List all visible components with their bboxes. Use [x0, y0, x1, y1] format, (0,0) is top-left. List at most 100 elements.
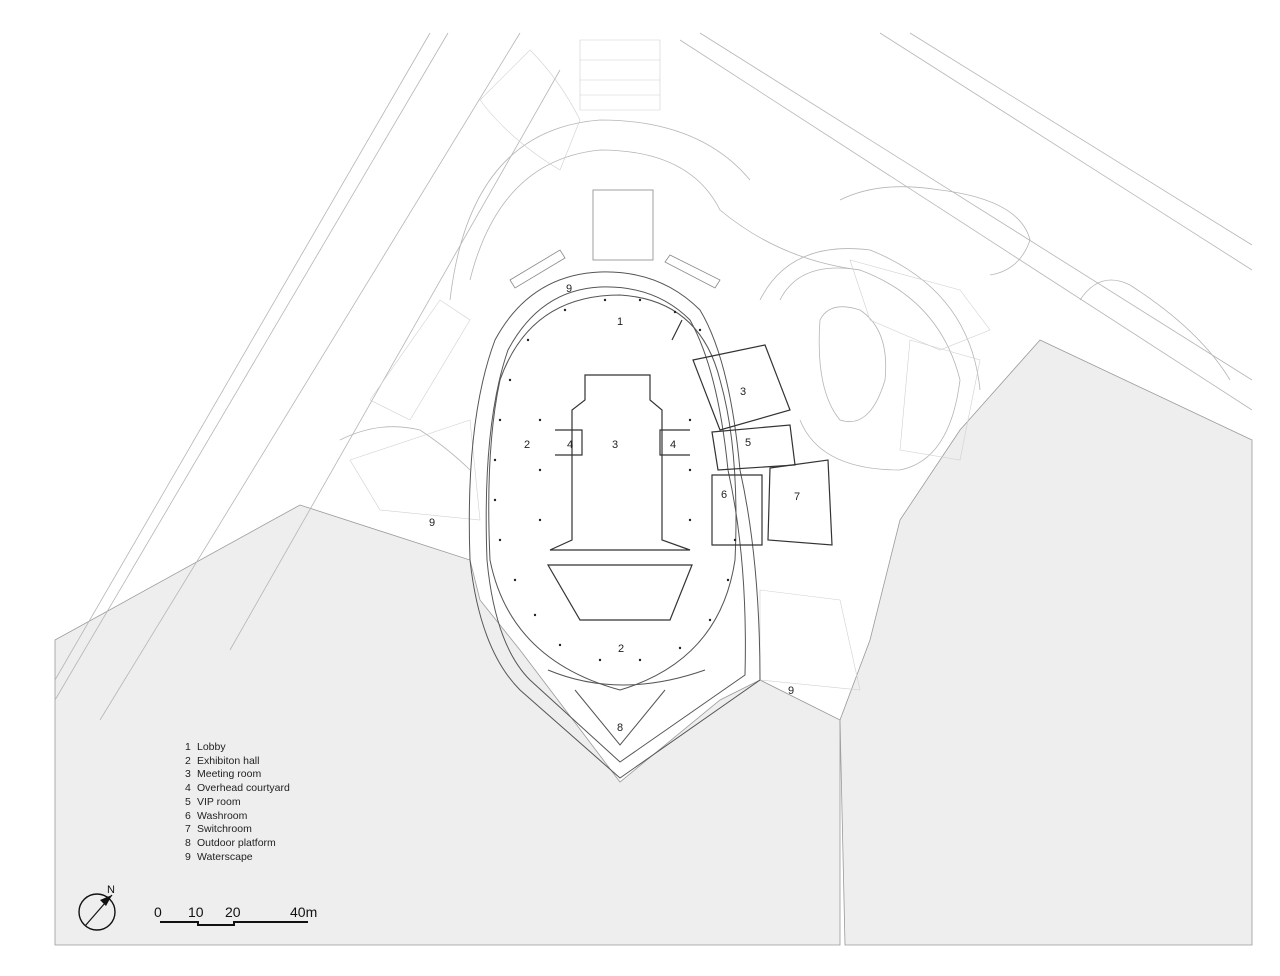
- legend-num: 7: [185, 823, 191, 836]
- scale-bar: 0 10 20 40m: [154, 904, 317, 926]
- meeting-room-east: [692, 344, 791, 431]
- road-west-2: [54, 32, 449, 701]
- scale-tick-10: 10: [188, 904, 204, 920]
- legend-row: 3 Meeting room: [185, 768, 290, 782]
- northeast-structure: [849, 259, 991, 351]
- east-green: [818, 306, 887, 422]
- road-west-3: [99, 32, 521, 721]
- north-arrow: N: [78, 884, 116, 931]
- plaza-loop-east: [779, 267, 961, 471]
- central-meeting-room: [549, 374, 691, 551]
- legend-label: Meeting room: [197, 768, 262, 781]
- legend-row: 5 VIP room: [185, 796, 290, 810]
- label-meeting-center: 3: [612, 439, 618, 451]
- legend-num: 3: [185, 768, 191, 781]
- north-needle-head: [100, 895, 112, 906]
- label-waterscape-top: 9: [566, 283, 572, 295]
- legend-label: Waterscape: [197, 850, 253, 863]
- south-hall-wall: [546, 564, 693, 621]
- legend-row: 6 Washroom: [185, 810, 290, 824]
- scale-tick-0: 0: [154, 904, 162, 920]
- label-waterscape-east: 9: [788, 685, 794, 697]
- south-platform-curve: [547, 669, 706, 686]
- label-switchroom: 7: [794, 491, 800, 503]
- columns: [493, 298, 737, 662]
- courtyard-east-wall: [659, 429, 690, 456]
- north-circle: [78, 893, 116, 931]
- interior-walls: [546, 319, 833, 621]
- entrance-bench-east: [664, 254, 721, 289]
- east-stair: [759, 589, 861, 691]
- label-waterscape-west: 9: [429, 517, 435, 529]
- north-label: N: [107, 884, 115, 896]
- road-east-1: [679, 39, 1253, 411]
- legend-label: Washroom: [197, 809, 248, 822]
- washroom-block: [711, 474, 763, 546]
- label-courtyard-east: 4: [670, 439, 676, 451]
- legend-label: Switchroom: [197, 823, 252, 836]
- label-exhibition-south: 2: [618, 643, 624, 655]
- label-platform: 8: [617, 722, 623, 734]
- legend-label: Outdoor platform: [197, 836, 276, 849]
- road-west-1: [54, 32, 431, 681]
- plaza-curve-north-2: [449, 119, 751, 301]
- legend-num: 6: [185, 809, 191, 822]
- west-path: [339, 426, 471, 471]
- road-east-4: [909, 32, 1253, 246]
- outer-shell: [468, 271, 761, 779]
- scale-tick-20: 20: [225, 904, 241, 920]
- outer-shell-2: [485, 286, 746, 763]
- legend-row: 4 Overhead courtyard: [185, 782, 290, 796]
- courtyard-west-wall: [555, 429, 583, 456]
- east-lane: [1079, 279, 1231, 381]
- inner-ellipse: [488, 294, 737, 691]
- vip-room: [711, 424, 796, 471]
- label-meeting-east: 3: [740, 386, 746, 398]
- legend-num: 1: [185, 741, 191, 753]
- legend-num: 9: [185, 850, 191, 863]
- legend-num: 4: [185, 782, 191, 795]
- legend-label: Exhibiton hall: [197, 754, 260, 767]
- label-vip: 5: [745, 437, 751, 449]
- site-roads: [54, 32, 1253, 721]
- legend-row: 9 Waterscape: [185, 851, 290, 865]
- legend-label: Lobby: [197, 741, 226, 753]
- legend-row: 2 Exhibiton hall: [185, 755, 290, 769]
- west-ramp: [369, 299, 471, 421]
- east-canopy: [899, 339, 981, 461]
- waterscape-southwest: [54, 504, 841, 946]
- northwest-terrace: [479, 49, 581, 171]
- label-washroom: 6: [721, 489, 727, 501]
- main-building: [468, 271, 761, 779]
- legend-num: 2: [185, 754, 191, 767]
- plaza-curve-north: [469, 149, 861, 281]
- legend-num: 5: [185, 795, 191, 808]
- label-lobby: 1: [617, 316, 623, 328]
- platform-point: [574, 689, 666, 746]
- scale-bar-line: [160, 921, 308, 926]
- legend-num: 8: [185, 836, 191, 849]
- legend: 1 Lobby 2 Exhibiton hall 3 Meeting room 4 Ov…: [185, 741, 290, 864]
- legend-label: Overhead courtyard: [197, 782, 290, 795]
- room-labels: 1 2 2 3 3 4 4 5 6 7 8 9 9 9: [429, 283, 800, 734]
- west-stair: [349, 419, 481, 521]
- label-courtyard-west: 4: [567, 439, 573, 451]
- switchroom: [767, 459, 833, 546]
- legend-label: VIP room: [197, 795, 241, 808]
- legend-row: 8 Outdoor platform: [185, 837, 290, 851]
- northeast-green: [839, 186, 1031, 276]
- label-exhibition-west: 2: [524, 439, 530, 451]
- entrance-canopy: [592, 189, 654, 261]
- road-east-3: [879, 32, 1253, 271]
- waterscape-east: [839, 339, 1253, 946]
- north-steps: [579, 39, 661, 111]
- scale-tick-40: 40m: [290, 904, 317, 920]
- entrance-bench-west: [509, 249, 566, 289]
- road-west-4: [229, 69, 561, 651]
- legend-row: 1 Lobby: [185, 741, 290, 755]
- waterscape-areas: [54, 339, 1253, 946]
- north-forecourt: [509, 189, 721, 289]
- legend-row: 7 Switchroom: [185, 823, 290, 837]
- lobby-screen: [671, 319, 683, 341]
